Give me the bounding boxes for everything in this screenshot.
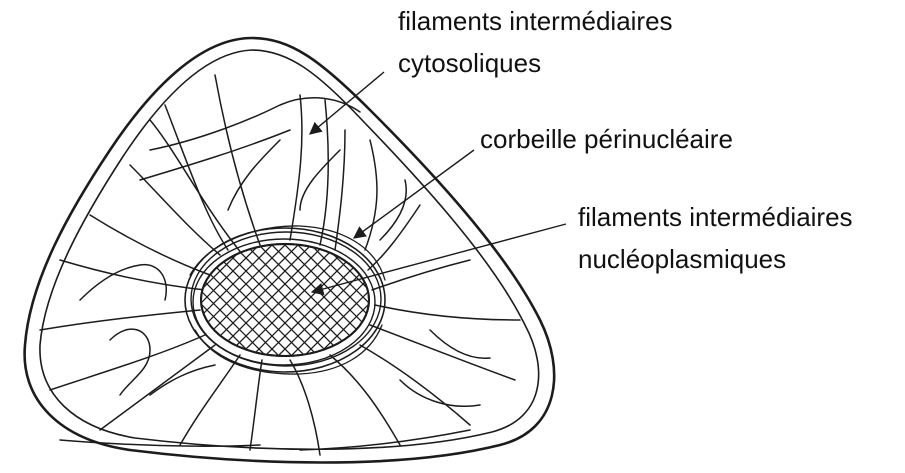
lattice-line (0, 230, 40, 390)
lattice-line (0, 230, 157, 390)
lattice-line (0, 230, 157, 390)
lattice-line (0, 230, 105, 390)
lattice-line (49, 230, 209, 390)
lattice-line (439, 230, 599, 390)
label-cytosolic-line2: cytosoliques (398, 48, 541, 78)
lattice-line (0, 230, 40, 390)
lattice-line (0, 230, 131, 390)
label-perinuclear: corbeille périnucléaire (480, 124, 733, 154)
lattice-line (0, 230, 118, 390)
labels: filaments intermédiaires cytosoliques co… (398, 6, 853, 274)
lattice-line (387, 230, 547, 390)
lattice-line (0, 230, 131, 390)
lattice-line (348, 230, 508, 390)
lattice-line (0, 230, 118, 390)
label-cytosolic-line1: filaments intermédiaires (398, 6, 673, 36)
label-nucleoplasmic-line1: filaments intermédiaires (578, 202, 853, 232)
lattice-line (49, 230, 209, 390)
lattice-line (413, 230, 573, 390)
lattice-line (36, 230, 196, 390)
lattice-line (426, 230, 586, 390)
lattice-line (0, 230, 66, 390)
lattice-line (413, 230, 573, 390)
lattice-line (426, 230, 586, 390)
lattice-line (0, 230, 105, 390)
lattice-line (0, 230, 66, 390)
lattice-line (387, 230, 547, 390)
lattice-line (36, 230, 196, 390)
lattice-line (439, 230, 599, 390)
label-nucleoplasmic-line2: nucléoplasmiques (578, 244, 786, 274)
lattice-line (348, 230, 508, 390)
